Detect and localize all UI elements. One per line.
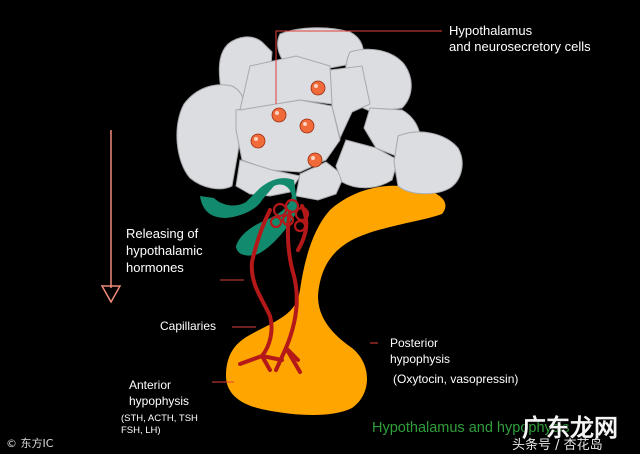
watermark-left: © 东方IC: [6, 437, 54, 450]
anterior-label-line1: Anterior: [129, 378, 172, 392]
leader-lines: [212, 30, 442, 383]
hypothalamus-label: Hypothalamus and neurosecretory cells: [449, 23, 591, 55]
capillary-plexus: [269, 198, 310, 233]
releasing-arrow: [100, 130, 122, 304]
hypothalamus-shape: [176, 27, 463, 201]
watermark-large: 广东龙网: [522, 414, 618, 442]
anterior-hormones-label: (STH, ACTH, TSH FSH, LH): [121, 413, 198, 437]
releasing-label-line2: hypothalamic: [126, 243, 203, 258]
posterior-label-line2: hypophysis: [390, 352, 451, 366]
anterior-label-line2: hypophysis: [129, 394, 190, 408]
anterior-hormones-line2: FSH, LH): [121, 425, 161, 436]
hypothalamus-label-line1: Hypothalamus: [449, 23, 533, 38]
watermark-small: 头条号 / 杏花岛: [512, 438, 603, 453]
capillaries-label: Capillaries: [160, 319, 217, 333]
hypothalamus-label-line2: and neurosecretory cells: [449, 39, 591, 54]
anterior-label: Anterior hypophysis: [129, 377, 189, 409]
posterior-label: Posterior hypophysis: [390, 335, 450, 367]
portal-tract-shape: [200, 178, 298, 256]
posterior-hormones-label: (Oxytocin, vasopressin): [393, 372, 519, 386]
diagram-caption: Hypothalamus and hypophysis: [372, 420, 570, 436]
posterior-label-line1: Posterior: [390, 336, 439, 350]
vessel-network: [238, 204, 309, 374]
neurosecretory-cells: [250, 80, 326, 168]
releasing-label-line3: hormones: [126, 260, 184, 275]
releasing-label: Releasing of hypothalamic hormones: [126, 225, 203, 276]
anterior-hormones-line1: (STH, ACTH, TSH: [121, 413, 198, 424]
releasing-label-line1: Releasing of: [126, 226, 199, 241]
